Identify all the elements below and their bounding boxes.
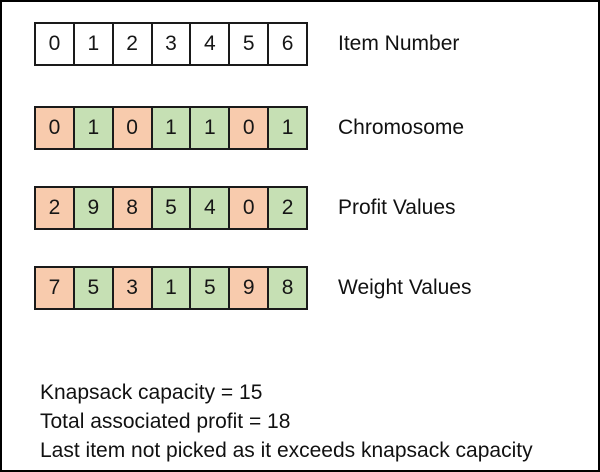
row-chromosome: 0 1 0 1 1 0 1 Chromosome: [34, 106, 464, 150]
cell: 1: [269, 108, 307, 148]
cell: 5: [230, 24, 270, 64]
cell: 4: [191, 188, 231, 228]
note-total-profit: Total associated profit = 18: [40, 410, 291, 433]
cell: 3: [152, 24, 192, 64]
cell: 1: [152, 108, 192, 148]
cell: 1: [191, 108, 231, 148]
chromosome-strip: 0 1 0 1 1 0 1: [34, 106, 308, 150]
cell: 8: [269, 268, 307, 308]
note-last-item: Last item not picked as it exceeds knaps…: [40, 439, 533, 462]
row-profit-values: 2 9 8 5 4 0 2 Profit Values: [34, 186, 456, 230]
cell: 0: [230, 188, 270, 228]
cell: 1: [74, 24, 114, 64]
cell: 2: [113, 24, 153, 64]
cell: 2: [269, 188, 307, 228]
cell: 6: [269, 24, 307, 64]
item-number-strip: 0 1 2 3 4 5 6: [34, 22, 308, 66]
profit-values-strip: 2 9 8 5 4 0 2: [34, 186, 308, 230]
weight-values-label: Weight Values: [338, 276, 472, 299]
cell: 0: [113, 108, 153, 148]
cell: 8: [113, 188, 153, 228]
note-knapsack-capacity: Knapsack capacity = 15: [40, 381, 263, 404]
cell: 0: [36, 108, 75, 148]
profit-values-label: Profit Values: [338, 196, 456, 219]
cell: 0: [36, 24, 75, 64]
row-weight-values: 7 5 3 1 5 9 8 Weight Values: [34, 266, 471, 310]
cell: 5: [74, 268, 114, 308]
cell: 9: [230, 268, 270, 308]
cell: 2: [36, 188, 75, 228]
cell: 5: [191, 268, 231, 308]
cell: 1: [152, 268, 192, 308]
cell: 9: [74, 188, 114, 228]
cell: 3: [113, 268, 153, 308]
cell: 0: [230, 108, 270, 148]
chromosome-label: Chromosome: [338, 116, 465, 139]
row-item-number: 0 1 2 3 4 5 6 Item Number: [34, 22, 459, 66]
cell: 7: [36, 268, 75, 308]
weight-values-strip: 7 5 3 1 5 9 8: [34, 266, 308, 310]
notes-block: Knapsack capacity = 15 Total associated …: [40, 378, 533, 465]
item-number-label: Item Number: [338, 32, 460, 55]
cell: 5: [152, 188, 192, 228]
cell: 4: [191, 24, 231, 64]
cell: 1: [74, 108, 114, 148]
